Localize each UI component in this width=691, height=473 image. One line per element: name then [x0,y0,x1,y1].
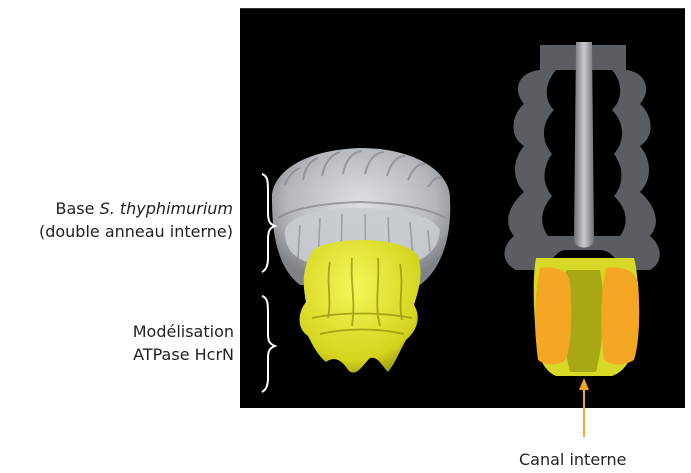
label-base: Base S. thyphimurium (double anneau inte… [0,197,233,243]
canal-arrow [579,378,589,437]
brace-model [262,296,275,392]
orange-slab-right [601,268,639,365]
label-modelisation: Modélisation ATPase HcrN [60,320,234,366]
atpase-model [300,240,421,373]
label-canal-interne: Canal interne [519,448,679,471]
orange-slab-left [535,268,571,365]
central-rod [574,42,594,248]
